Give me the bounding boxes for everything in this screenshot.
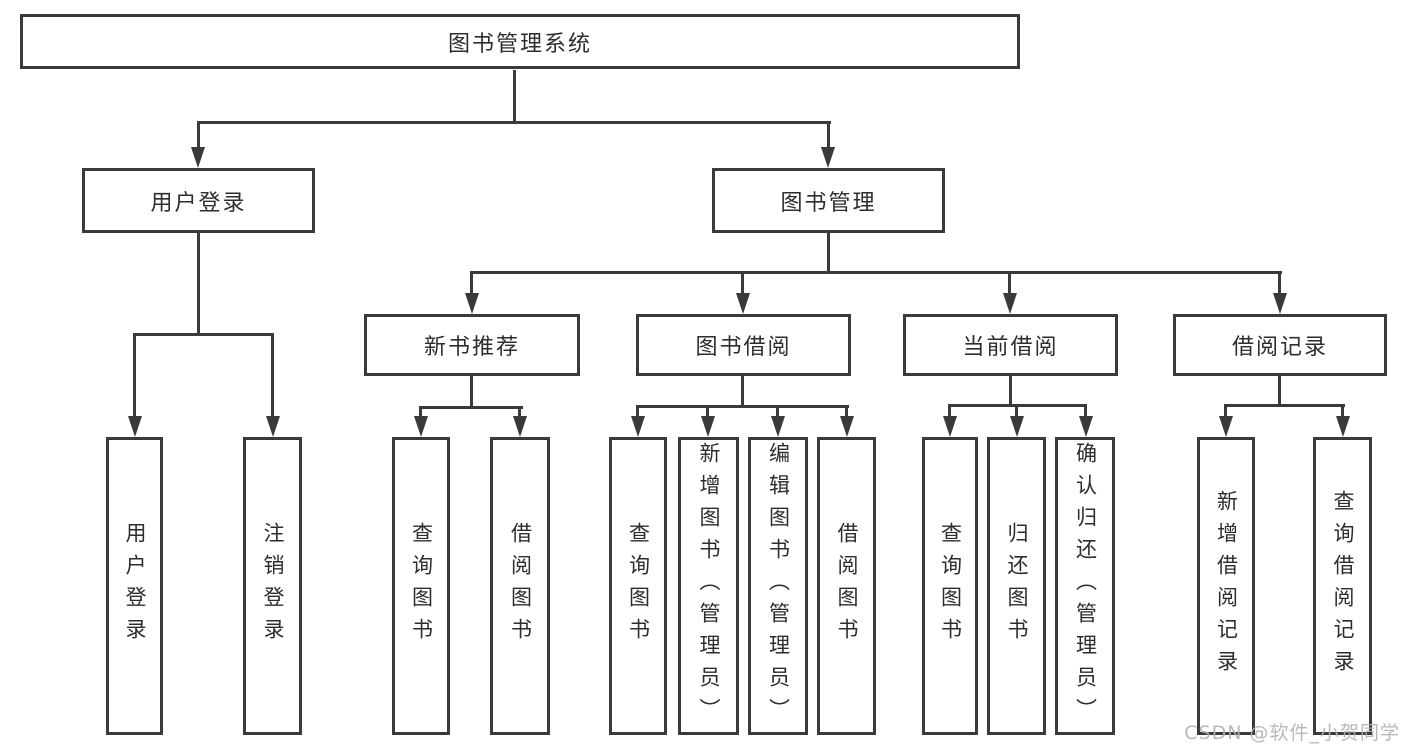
arrowhead-borrow-query: [631, 416, 645, 437]
leaf-borrow-query-book: 查询图书: [609, 437, 667, 735]
node-user-login: 用户登录: [82, 168, 315, 233]
arrowhead-add-book: [701, 416, 715, 437]
connector-current-stem: [1009, 376, 1012, 407]
connector-root-stem: [513, 70, 516, 124]
arrowhead-current-borrow: [1003, 293, 1017, 314]
connector-to-return-book: [1015, 404, 1018, 420]
connector-to-recommend-borrow: [518, 406, 521, 420]
arrowhead-book-management: [821, 147, 835, 168]
connector-to-borrow-book: [845, 405, 848, 420]
leaf-return-book: 归还图书: [987, 437, 1046, 735]
arrowhead-edit-book: [771, 416, 785, 437]
connector-recommend-stem: [470, 376, 473, 409]
leaf-logout: 注销登录: [243, 437, 302, 735]
arrowhead-add-record: [1219, 416, 1233, 437]
leaf-borrow-book: 借阅图书: [817, 437, 876, 735]
connector-to-book-borrow: [741, 271, 744, 297]
connector-to-borrow-query: [636, 405, 639, 420]
connector-records-stem: [1278, 376, 1281, 407]
arrowhead-borrow-records: [1273, 293, 1287, 314]
leaf-current-query-book: 查询图书: [922, 437, 978, 735]
connector-to-recommend-query: [419, 406, 422, 420]
connector-root-crossbar: [197, 121, 831, 124]
connector-recommend-crossbar: [419, 406, 523, 409]
connector-to-current-query: [948, 404, 951, 420]
connector-to-confirm-return: [1084, 404, 1087, 420]
connector-to-query-record: [1341, 404, 1344, 420]
arrowhead-query-record: [1336, 416, 1350, 437]
connector-user-login-crossbar: [133, 333, 274, 336]
leaf-add-borrow-record: 新增借阅记录: [1197, 437, 1255, 735]
arrowhead-return-book: [1010, 416, 1024, 437]
connector-borrow-crossbar: [636, 405, 849, 408]
leaf-add-book-admin: 新增图书（管理员）: [678, 437, 739, 735]
arrowhead-new-book-recommend: [465, 293, 479, 314]
node-root: 图书管理系统: [20, 14, 1020, 69]
arrowhead-leaf-logout: [266, 416, 280, 437]
leaf-recommend-borrow-book: 借阅图书: [490, 437, 550, 735]
connector-to-user-login: [197, 121, 200, 151]
arrowhead-confirm-return: [1079, 416, 1093, 437]
arrowhead-recommend-query: [414, 416, 428, 437]
leaf-confirm-return-admin: 确认归还（管理员）: [1055, 437, 1115, 735]
arrowhead-user-login: [191, 147, 205, 168]
arrowhead-leaf-user-login: [128, 416, 142, 437]
connector-user-login-stem: [197, 232, 200, 335]
node-book-management: 图书管理: [712, 168, 945, 233]
leaf-query-borrow-record: 查询借阅记录: [1313, 437, 1372, 735]
node-new-book-recommend: 新书推荐: [364, 314, 580, 376]
connector-to-new-book-recommend: [470, 271, 473, 297]
connector-to-edit-book: [776, 405, 779, 420]
connector-records-crossbar: [1224, 404, 1345, 407]
leaf-user-login: 用户登录: [106, 437, 163, 735]
arrowhead-current-query: [943, 416, 957, 437]
connector-to-leaf-logout: [271, 333, 274, 419]
connector-to-leaf-user-login: [133, 333, 136, 419]
connector-to-add-record: [1224, 404, 1227, 420]
arrowhead-book-borrow: [736, 293, 750, 314]
connector-to-book-management: [827, 121, 830, 151]
connector-to-current-borrow: [1008, 271, 1011, 297]
connector-book-management-crossbar: [470, 271, 1282, 274]
node-current-borrow: 当前借阅: [903, 314, 1118, 376]
connector-to-borrow-records: [1278, 271, 1281, 297]
connector-to-add-book: [706, 405, 709, 420]
node-borrow-records: 借阅记录: [1173, 314, 1387, 376]
node-book-borrow: 图书借阅: [636, 314, 851, 376]
connector-borrow-stem: [741, 376, 744, 408]
leaf-edit-book-admin: 编辑图书（管理员）: [748, 437, 808, 735]
leaf-recommend-query-book: 查询图书: [392, 437, 450, 735]
arrowhead-borrow-book: [840, 416, 854, 437]
connector-book-management-stem: [827, 232, 830, 274]
arrowhead-recommend-borrow: [513, 416, 527, 437]
csdn-watermark: CSDN @软件_小贺同学: [1184, 722, 1400, 744]
